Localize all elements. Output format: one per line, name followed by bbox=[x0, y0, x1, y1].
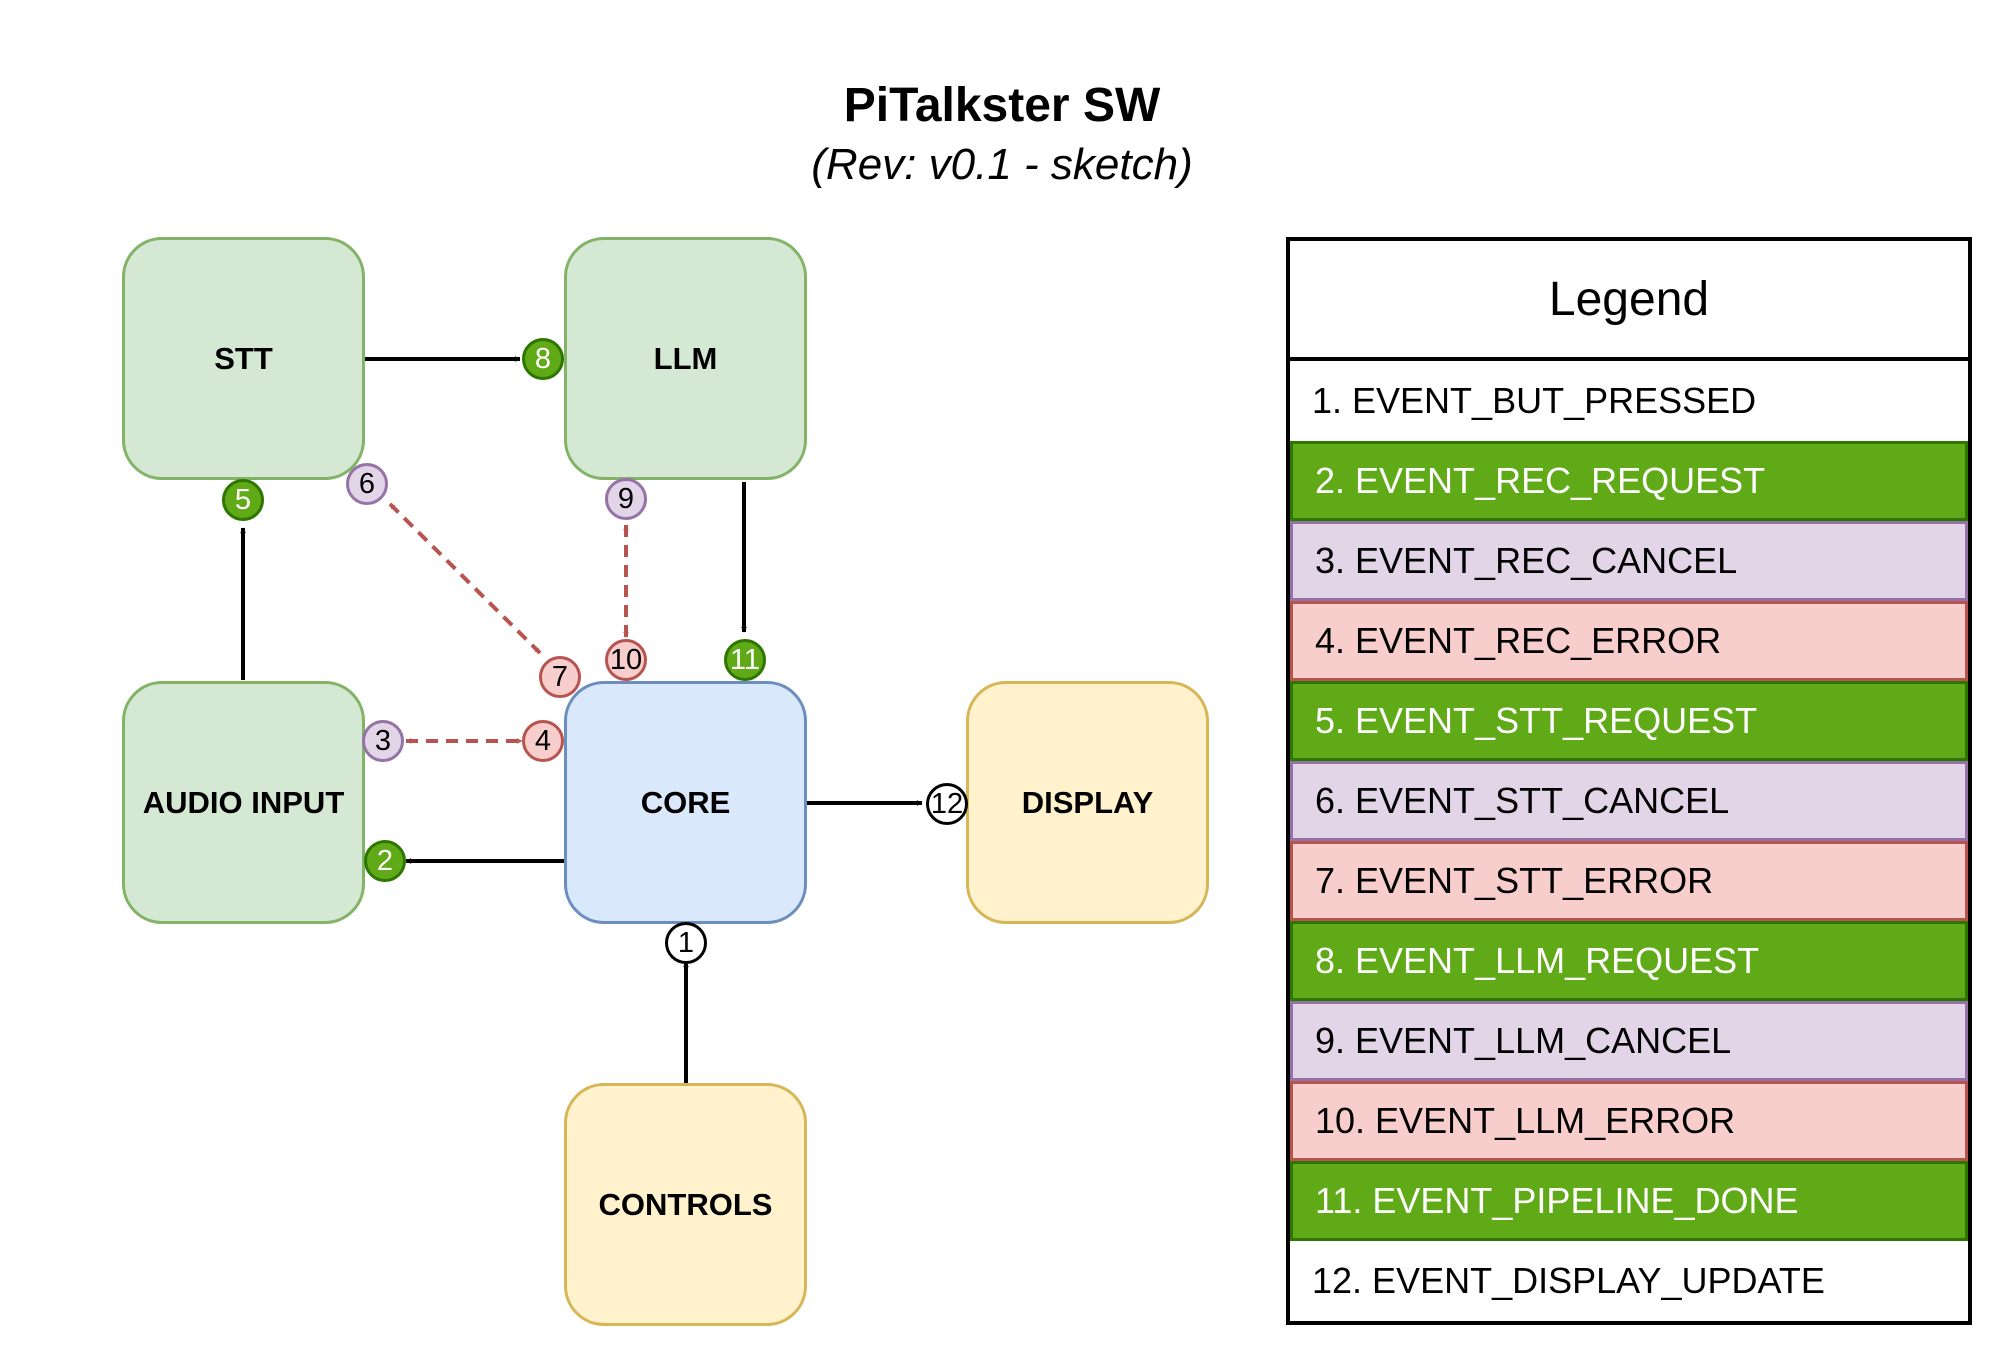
event-badge-5: 5 bbox=[222, 479, 264, 521]
diagram-title: PiTalkster SW bbox=[843, 79, 1161, 132]
legend-item: 7. EVENT_STT_ERROR bbox=[1290, 841, 1968, 921]
event-badge-3: 3 bbox=[362, 720, 404, 762]
event-badge-1: 1 bbox=[665, 922, 707, 964]
event-badge-11: 11 bbox=[724, 639, 766, 681]
legend-item: 10. EVENT_LLM_ERROR bbox=[1290, 1081, 1968, 1161]
legend-item: 3. EVENT_REC_CANCEL bbox=[1290, 521, 1968, 601]
controls-block: CONTROLS bbox=[564, 1083, 807, 1326]
event-badge-9: 9 bbox=[605, 478, 647, 520]
audio-input-block: AUDIO INPUT bbox=[122, 681, 365, 924]
diagram-subtitle: (Rev: v0.1 - sketch) bbox=[811, 140, 1193, 189]
event-badge-4: 4 bbox=[522, 720, 564, 762]
dashed-arrow-6-7 bbox=[388, 502, 542, 655]
llm-block: LLM bbox=[564, 237, 807, 480]
legend: Legend 1. EVENT_BUT_PRESSED 2. EVENT_REC… bbox=[1286, 237, 1972, 1325]
stt-block: STT bbox=[122, 237, 365, 480]
legend-item: 9. EVENT_LLM_CANCEL bbox=[1290, 1001, 1968, 1081]
event-badge-10: 10 bbox=[605, 639, 647, 681]
event-badge-12: 12 bbox=[926, 783, 968, 825]
display-block: DISPLAY bbox=[966, 681, 1209, 924]
legend-item: 11. EVENT_PIPELINE_DONE bbox=[1290, 1161, 1968, 1241]
legend-item: 5. EVENT_STT_REQUEST bbox=[1290, 681, 1968, 761]
core-block: CORE bbox=[564, 681, 807, 924]
legend-item: 4. EVENT_REC_ERROR bbox=[1290, 601, 1968, 681]
event-badge-8: 8 bbox=[522, 338, 564, 380]
legend-item: 6. EVENT_STT_CANCEL bbox=[1290, 761, 1968, 841]
legend-title: Legend bbox=[1290, 241, 1968, 361]
legend-item: 12. EVENT_DISPLAY_UPDATE bbox=[1290, 1241, 1968, 1321]
event-badge-6: 6 bbox=[346, 463, 388, 505]
event-badge-2: 2 bbox=[364, 840, 406, 882]
legend-item: 8. EVENT_LLM_REQUEST bbox=[1290, 921, 1968, 1001]
legend-item: 1. EVENT_BUT_PRESSED bbox=[1290, 361, 1968, 441]
event-badge-7: 7 bbox=[539, 656, 581, 698]
legend-item: 2. EVENT_REC_REQUEST bbox=[1290, 441, 1968, 521]
